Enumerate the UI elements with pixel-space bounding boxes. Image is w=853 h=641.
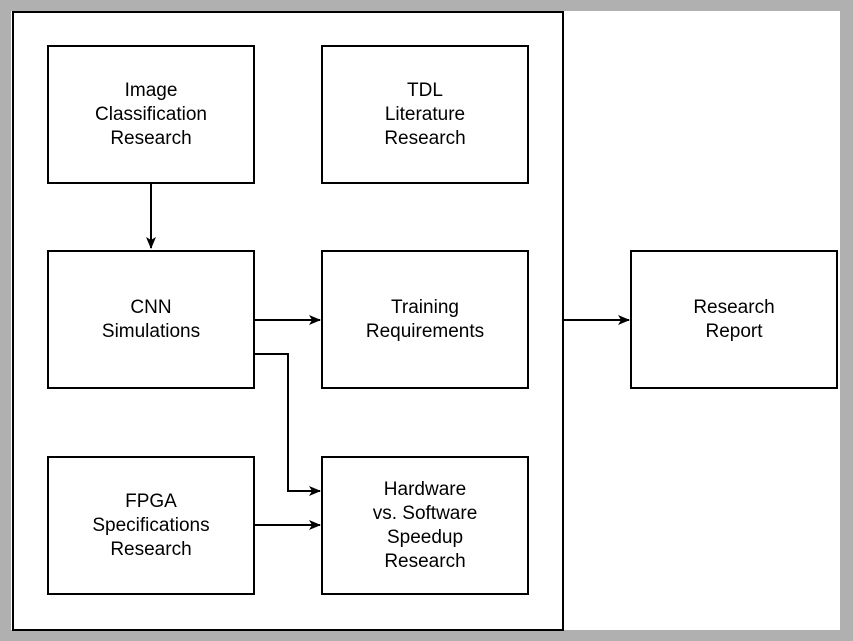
frame-border-right — [840, 0, 853, 641]
node-image-classification-research[interactable]: Image Classification Research — [47, 45, 255, 184]
node-label: Image Classification Research — [95, 79, 207, 149]
node-tdl-literature-research[interactable]: TDL Literature Research — [321, 45, 529, 184]
node-research-report[interactable]: Research Report — [630, 250, 838, 389]
node-training-requirements[interactable]: Training Requirements — [321, 250, 529, 389]
frame-border-top — [0, 0, 853, 11]
node-hardware-vs-software-speedup-research[interactable]: Hardware vs. Software Speedup Research — [321, 456, 529, 595]
node-label: CNN Simulations — [101, 296, 201, 342]
node-label: Training Requirements — [365, 296, 485, 342]
node-label: Research Report — [693, 296, 775, 342]
node-label: FPGA Specifications Research — [92, 490, 210, 560]
node-label: Hardware vs. Software Speedup Research — [372, 478, 478, 572]
node-cnn-simulations[interactable]: CNN Simulations — [47, 250, 255, 389]
node-fpga-specifications-research[interactable]: FPGA Specifications Research — [47, 456, 255, 595]
node-label: TDL Literature Research — [384, 79, 466, 149]
frame-border-left — [0, 0, 11, 641]
frame-border-bottom — [0, 630, 853, 641]
